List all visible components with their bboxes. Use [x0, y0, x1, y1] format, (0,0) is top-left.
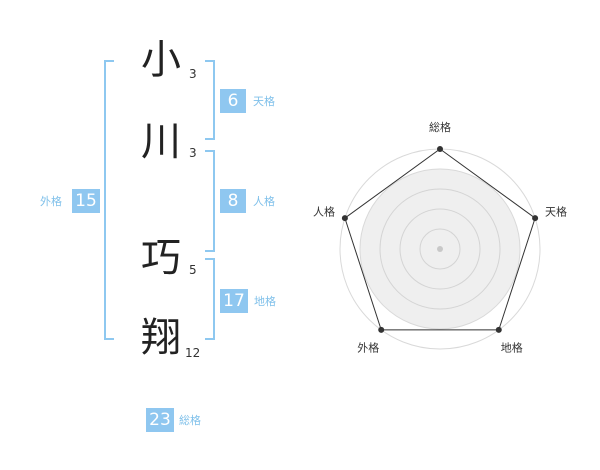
soukaku-badge: 23: [146, 408, 174, 432]
radar-axis-label: 地格: [501, 341, 523, 355]
jinkaku-badge: 8: [220, 189, 246, 213]
radar-point: [437, 146, 443, 152]
jinkaku-bracket: [205, 150, 215, 252]
tenkaku-label: 天格: [253, 95, 275, 108]
stroke-count-4: 12: [185, 346, 201, 360]
gaikaku-bracket: [104, 60, 114, 340]
gaikaku-badge: 15: [72, 189, 100, 213]
chikaku-label: 地格: [254, 295, 276, 308]
radar-ring: [399, 208, 481, 290]
name-char-2: 川: [141, 119, 181, 165]
name-char-3: 巧: [141, 235, 181, 281]
tenkaku-bracket: [205, 60, 215, 140]
radar-axis-label: 天格: [545, 204, 567, 218]
tenkaku-badge: 6: [220, 89, 246, 113]
stroke-count-3: 5: [189, 263, 197, 277]
radar-point: [341, 215, 348, 222]
radar-point: [495, 326, 502, 333]
stroke-count-2: 3: [189, 146, 197, 160]
radar-point: [378, 326, 385, 333]
gaikaku-label: 外格: [40, 195, 62, 208]
chikaku-badge: 17: [220, 289, 248, 313]
jinkaku-label: 人格: [253, 195, 275, 208]
radar-series-polygon: [344, 148, 536, 331]
name-char-1: 小: [141, 37, 181, 83]
radar-axis-label: 人格: [313, 204, 335, 218]
radar-ring: [419, 228, 461, 270]
soukaku-label: 総格: [179, 414, 201, 427]
radar-point: [532, 215, 539, 222]
radar-ring: [379, 188, 501, 310]
stroke-count-1: 3: [189, 67, 197, 81]
radar-center-dot: [437, 246, 443, 252]
name-char-4: 翔: [141, 315, 181, 361]
chikaku-bracket: [205, 258, 215, 340]
radar-axis-label: 総格: [429, 120, 451, 134]
radar-axis-label: 外格: [357, 341, 379, 355]
